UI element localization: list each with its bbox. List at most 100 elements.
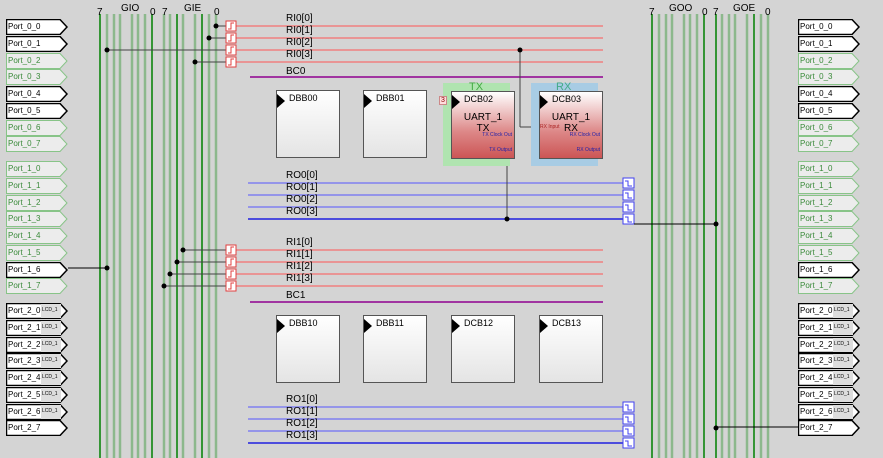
port-left-port-1-7[interactable]: Port_1_7 bbox=[6, 278, 68, 294]
port-left-port-1-3[interactable]: Port_1_3 bbox=[6, 211, 68, 227]
port-right-port-1-4[interactable]: Port_1_4 bbox=[798, 228, 860, 244]
port-right-port-1-3[interactable]: Port_1_3 bbox=[798, 211, 860, 227]
rx-clock-out-pin[interactable]: RX Clock Out bbox=[569, 132, 600, 138]
tx-output-pin[interactable]: TX Output bbox=[489, 147, 512, 153]
port-right-port-0-6[interactable]: Port_0_6 bbox=[798, 120, 860, 136]
port-right-port-0-2[interactable]: Port_0_2 bbox=[798, 53, 860, 69]
row-label: BC0 bbox=[286, 66, 306, 77]
port-label: Port_1_5 bbox=[800, 248, 833, 257]
block-dcb12[interactable]: DCB12 bbox=[451, 315, 515, 383]
port-shape bbox=[798, 19, 860, 35]
port-left-port-1-6[interactable]: Port_1_6 bbox=[6, 262, 68, 278]
block-dbb11[interactable]: DBB11 bbox=[363, 315, 427, 383]
port-label: Port_1_0 bbox=[800, 164, 833, 173]
port-right-port-0-7[interactable]: Port_0_7 bbox=[798, 136, 860, 152]
port-right-port-0-1[interactable]: Port_0_1 bbox=[798, 36, 860, 52]
port-right-port-2-7[interactable]: Port_2_7 bbox=[798, 420, 860, 436]
junction-dot bbox=[174, 259, 180, 265]
rx-output-pin[interactable]: RX Output bbox=[576, 147, 600, 153]
instance-name: UART_1 bbox=[551, 112, 591, 123]
port-shape bbox=[6, 178, 68, 194]
port-left-port-2-7[interactable]: Port_2_7 bbox=[6, 420, 68, 436]
port-label: Port_0_7 bbox=[8, 139, 41, 148]
port-shape bbox=[6, 337, 68, 353]
port-left-port-1-0[interactable]: Port_1_0 bbox=[6, 161, 68, 177]
port-shape bbox=[798, 36, 860, 52]
rx-group-label: RX bbox=[556, 81, 572, 93]
port-shape bbox=[798, 228, 860, 244]
port-label: Port_1_4 bbox=[8, 231, 41, 240]
port-shape bbox=[6, 420, 68, 436]
port-left-port-1-5[interactable]: Port_1_5 bbox=[6, 245, 68, 261]
block-dbb10[interactable]: DBB10 bbox=[276, 315, 340, 383]
port-right-port-1-2[interactable]: Port_1_2 bbox=[798, 195, 860, 211]
port-label: Port_1_1 bbox=[8, 181, 41, 190]
rx-input-pin[interactable]: RX Input bbox=[540, 124, 560, 130]
port-left-port-0-4[interactable]: Port_0_4 bbox=[6, 86, 68, 102]
port-label: Port_0_1 bbox=[8, 39, 41, 48]
port-left-port-0-5[interactable]: Port_0_5 bbox=[6, 103, 68, 119]
port-left-port-1-4[interactable]: Port_1_4 bbox=[6, 228, 68, 244]
port-shape bbox=[6, 195, 68, 211]
goe-lsb: 0 bbox=[765, 7, 771, 18]
port-right-port-0-5[interactable]: Port_0_5 bbox=[798, 103, 860, 119]
block-dcb13[interactable]: DCB13 bbox=[539, 315, 603, 383]
block-dbb01[interactable]: DBB01 bbox=[363, 90, 427, 158]
port-label: Port_1_3 bbox=[800, 214, 833, 223]
instance-name: UART_1 bbox=[463, 112, 503, 123]
row-label: RI1[3] bbox=[286, 273, 313, 284]
port-left-port-0-3[interactable]: Port_0_3 bbox=[6, 69, 68, 85]
port-right-port-0-0[interactable]: Port_0_0 bbox=[798, 19, 860, 35]
block-name: DBB10 bbox=[289, 318, 318, 328]
junction-dot bbox=[713, 221, 719, 227]
buffer-glyph bbox=[625, 204, 632, 211]
port-right-port-1-1[interactable]: Port_1_1 bbox=[798, 178, 860, 194]
port-left-port-0-6[interactable]: Port_0_6 bbox=[6, 120, 68, 136]
port-left-port-1-2[interactable]: Port_1_2 bbox=[6, 195, 68, 211]
port-shape bbox=[6, 320, 68, 336]
block-dbb00[interactable]: DBB00 bbox=[276, 90, 340, 158]
clock-source-badge[interactable]: 3 bbox=[439, 96, 447, 105]
port-right-port-1-0[interactable]: Port_1_0 bbox=[798, 161, 860, 177]
port-left-port-0-1[interactable]: Port_0_1 bbox=[6, 36, 68, 52]
port-right-port-1-7[interactable]: Port_1_7 bbox=[798, 278, 860, 294]
port-right-port-0-4[interactable]: Port_0_4 bbox=[798, 86, 860, 102]
port-label: Port_0_4 bbox=[8, 89, 41, 98]
port-shape bbox=[6, 53, 68, 69]
port-left-port-0-7[interactable]: Port_0_7 bbox=[6, 136, 68, 152]
port-left-port-0-0[interactable]: Port_0_0 bbox=[6, 19, 68, 35]
port-shape bbox=[798, 53, 860, 69]
port-right-port-0-3[interactable]: Port_0_3 bbox=[798, 69, 860, 85]
port-shape bbox=[798, 211, 860, 227]
row-label: RI0[0] bbox=[286, 13, 313, 24]
port-label: Port_0_3 bbox=[8, 72, 41, 81]
port-shape bbox=[6, 36, 68, 52]
clock-icon bbox=[452, 95, 460, 109]
port-right-port-1-6[interactable]: Port_1_6 bbox=[798, 262, 860, 278]
port-left-port-0-2[interactable]: Port_0_2 bbox=[6, 53, 68, 69]
port-left-port-1-1[interactable]: Port_1_1 bbox=[6, 178, 68, 194]
port-shape bbox=[6, 19, 68, 35]
port-shape bbox=[798, 195, 860, 211]
buffer-glyph bbox=[625, 192, 632, 199]
tx-clock-out-pin[interactable]: TX Clock Out bbox=[482, 132, 512, 138]
port-right-port-1-5[interactable]: Port_1_5 bbox=[798, 245, 860, 261]
junction-dot bbox=[104, 265, 110, 271]
